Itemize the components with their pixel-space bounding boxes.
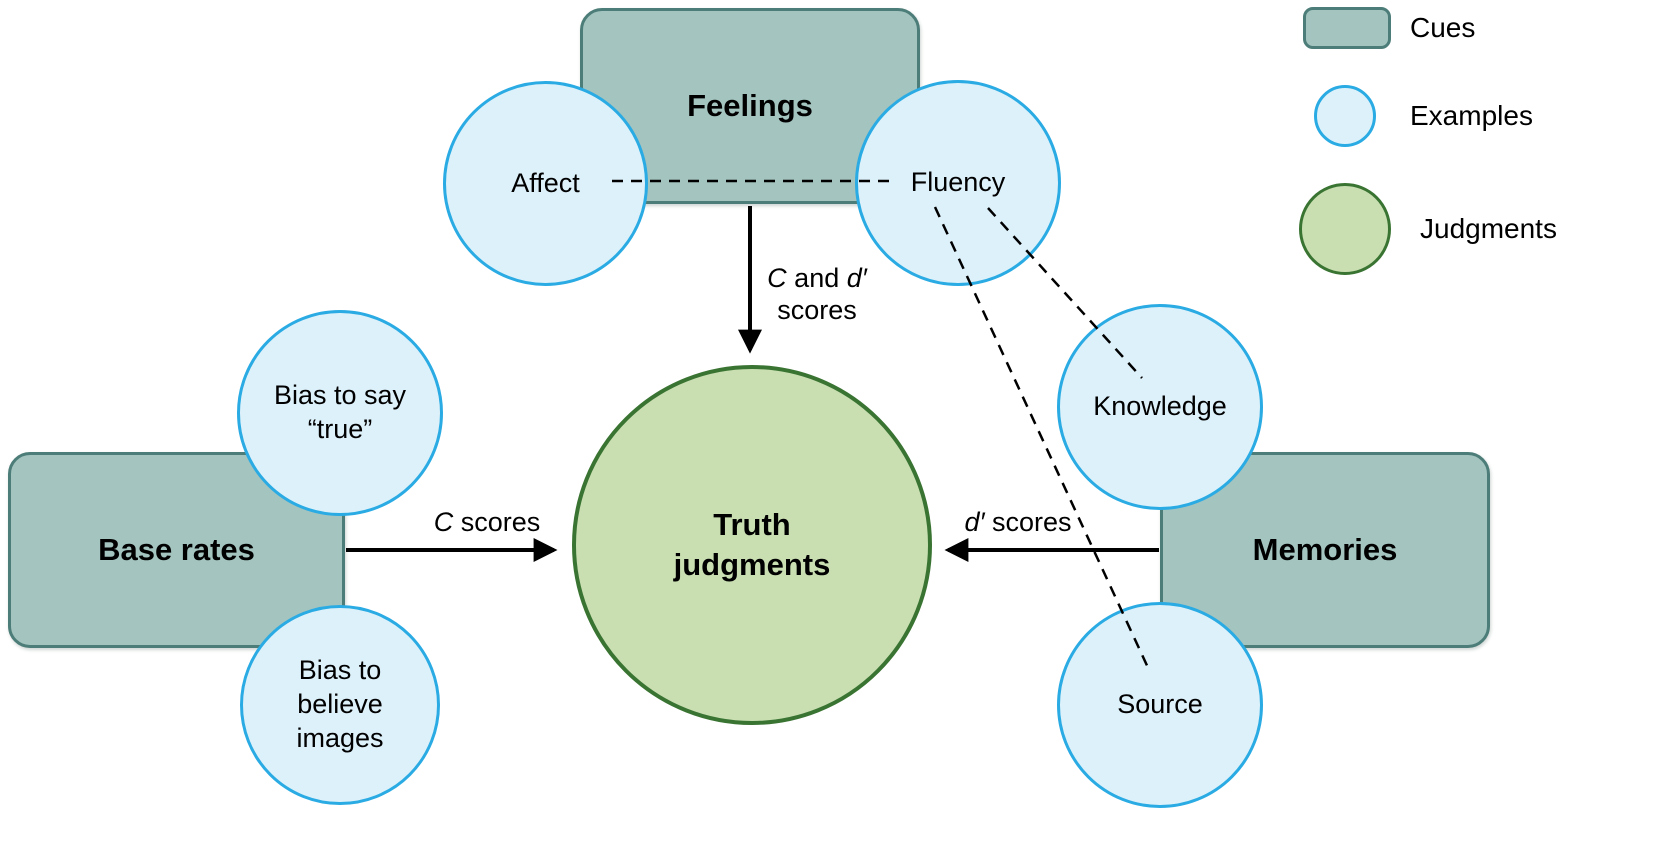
edge-label-c-and-d-line2: scores (777, 295, 857, 326)
node-base-rates: Base rates (8, 452, 345, 648)
node-knowledge: Knowledge (1057, 304, 1263, 510)
d-prime-symbol: d′ (964, 507, 985, 537)
c-symbol: C (767, 263, 787, 293)
edge-label-c-and-d-line1: C and d′ (752, 262, 882, 294)
legend-cues-label: Cues (1410, 12, 1476, 43)
memories-label: Memories (1252, 532, 1398, 567)
edge-label-d-prime-scores: d′ scores (938, 506, 1098, 538)
and-text: and (786, 263, 847, 293)
scores-text: scores (984, 507, 1072, 537)
base-rates-label: Base rates (98, 532, 255, 567)
scores-text: scores (453, 507, 541, 537)
bias-to-believe-images-label: Bias to believe images (296, 655, 384, 753)
affect-label: Affect (511, 167, 580, 198)
edge-label-c-scores: C scores (407, 506, 567, 538)
legend-examples-label: Examples (1410, 100, 1533, 131)
node-source: Source (1057, 602, 1263, 808)
edge-label-c-and-d-scores: C and d′ scores (752, 262, 882, 327)
bias-to-say-true-label: Bias to say “true” (273, 380, 407, 444)
d-prime-symbol: d′ (846, 263, 867, 293)
fluency-label: Fluency (910, 167, 1006, 198)
legend-judgments-label: Judgments (1420, 213, 1557, 244)
node-bias-to-say-true: Bias to say “true” (237, 310, 443, 516)
legend-judgments-swatch (1299, 183, 1391, 275)
node-affect: Affect (443, 81, 648, 286)
node-fluency: Fluency (855, 80, 1061, 286)
c-symbol: C (433, 507, 454, 537)
knowledge-label: Knowledge (1093, 391, 1227, 422)
legend-examples-swatch (1314, 85, 1376, 147)
node-bias-to-believe-images: Bias to believe images (240, 605, 440, 805)
node-truth-judgments: Truth judgments (572, 365, 932, 725)
source-label: Source (1117, 689, 1203, 720)
truth-judgments-label: Truth judgments (673, 506, 831, 582)
legend-cues-swatch (1303, 7, 1391, 49)
feelings-label: Feelings (687, 88, 813, 123)
